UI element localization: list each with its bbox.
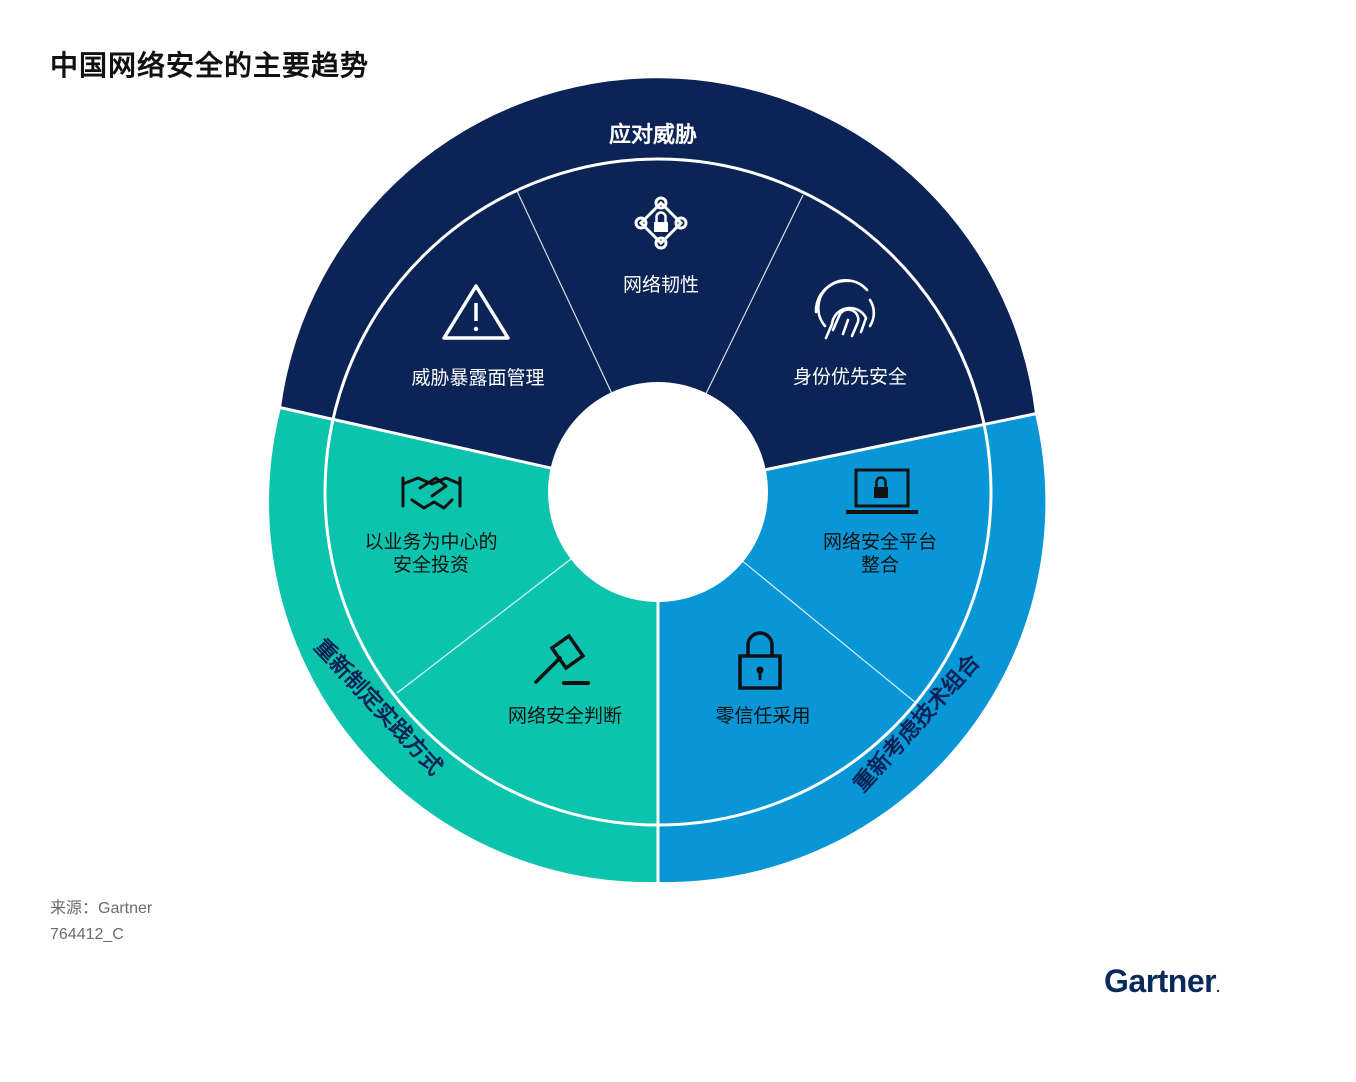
center-hole xyxy=(548,382,768,602)
segment-label: 网络安全判断 xyxy=(508,705,622,727)
gavel-icon xyxy=(534,633,590,685)
inner-ring xyxy=(323,157,993,827)
figure-code: 764412_C xyxy=(50,926,124,943)
group-band-threat xyxy=(281,78,1035,493)
segment-label: 网络安全平台 xyxy=(823,531,937,553)
segment-label: 整合 xyxy=(861,554,899,576)
logo-text: Gartner xyxy=(1104,963,1217,999)
segment-label: 零信任采用 xyxy=(715,705,810,727)
warning-icon xyxy=(442,284,510,340)
segment-threat-exposure: 威胁暴露面管理 xyxy=(411,284,545,389)
segment-label: 威胁暴露面管理 xyxy=(411,367,544,389)
segment-label: 身份优先安全 xyxy=(793,366,907,388)
segment-judgment: 网络安全判断 xyxy=(508,633,622,727)
segment-platform-consolidation: 网络安全平台 整合 xyxy=(823,468,937,576)
page-title: 中国网络安全的主要趋势 xyxy=(50,49,370,82)
segment-business-investment: 以业务为中心的 安全投资 xyxy=(364,476,498,576)
segment-label: 安全投资 xyxy=(393,554,469,576)
source-note: 来源：Gartner xyxy=(50,900,153,917)
padlock-icon xyxy=(738,631,782,690)
segment-zero-trust: 零信任采用 xyxy=(715,631,811,727)
segment-label: 以业务为中心的 xyxy=(364,531,497,553)
segment-identity-first: 身份优先安全 xyxy=(793,279,907,388)
laptop-lock-icon xyxy=(846,468,918,514)
handshake-icon xyxy=(401,476,462,510)
group-label-threat: 应对威胁 xyxy=(609,122,697,148)
segment-label: 网络韧性 xyxy=(623,274,699,296)
segment-network-resilience: 网络韧性 xyxy=(623,196,699,296)
gartner-logo: Gartner. xyxy=(1104,963,1220,999)
fingerprint-icon xyxy=(814,279,876,340)
network-lock-icon xyxy=(634,196,688,250)
